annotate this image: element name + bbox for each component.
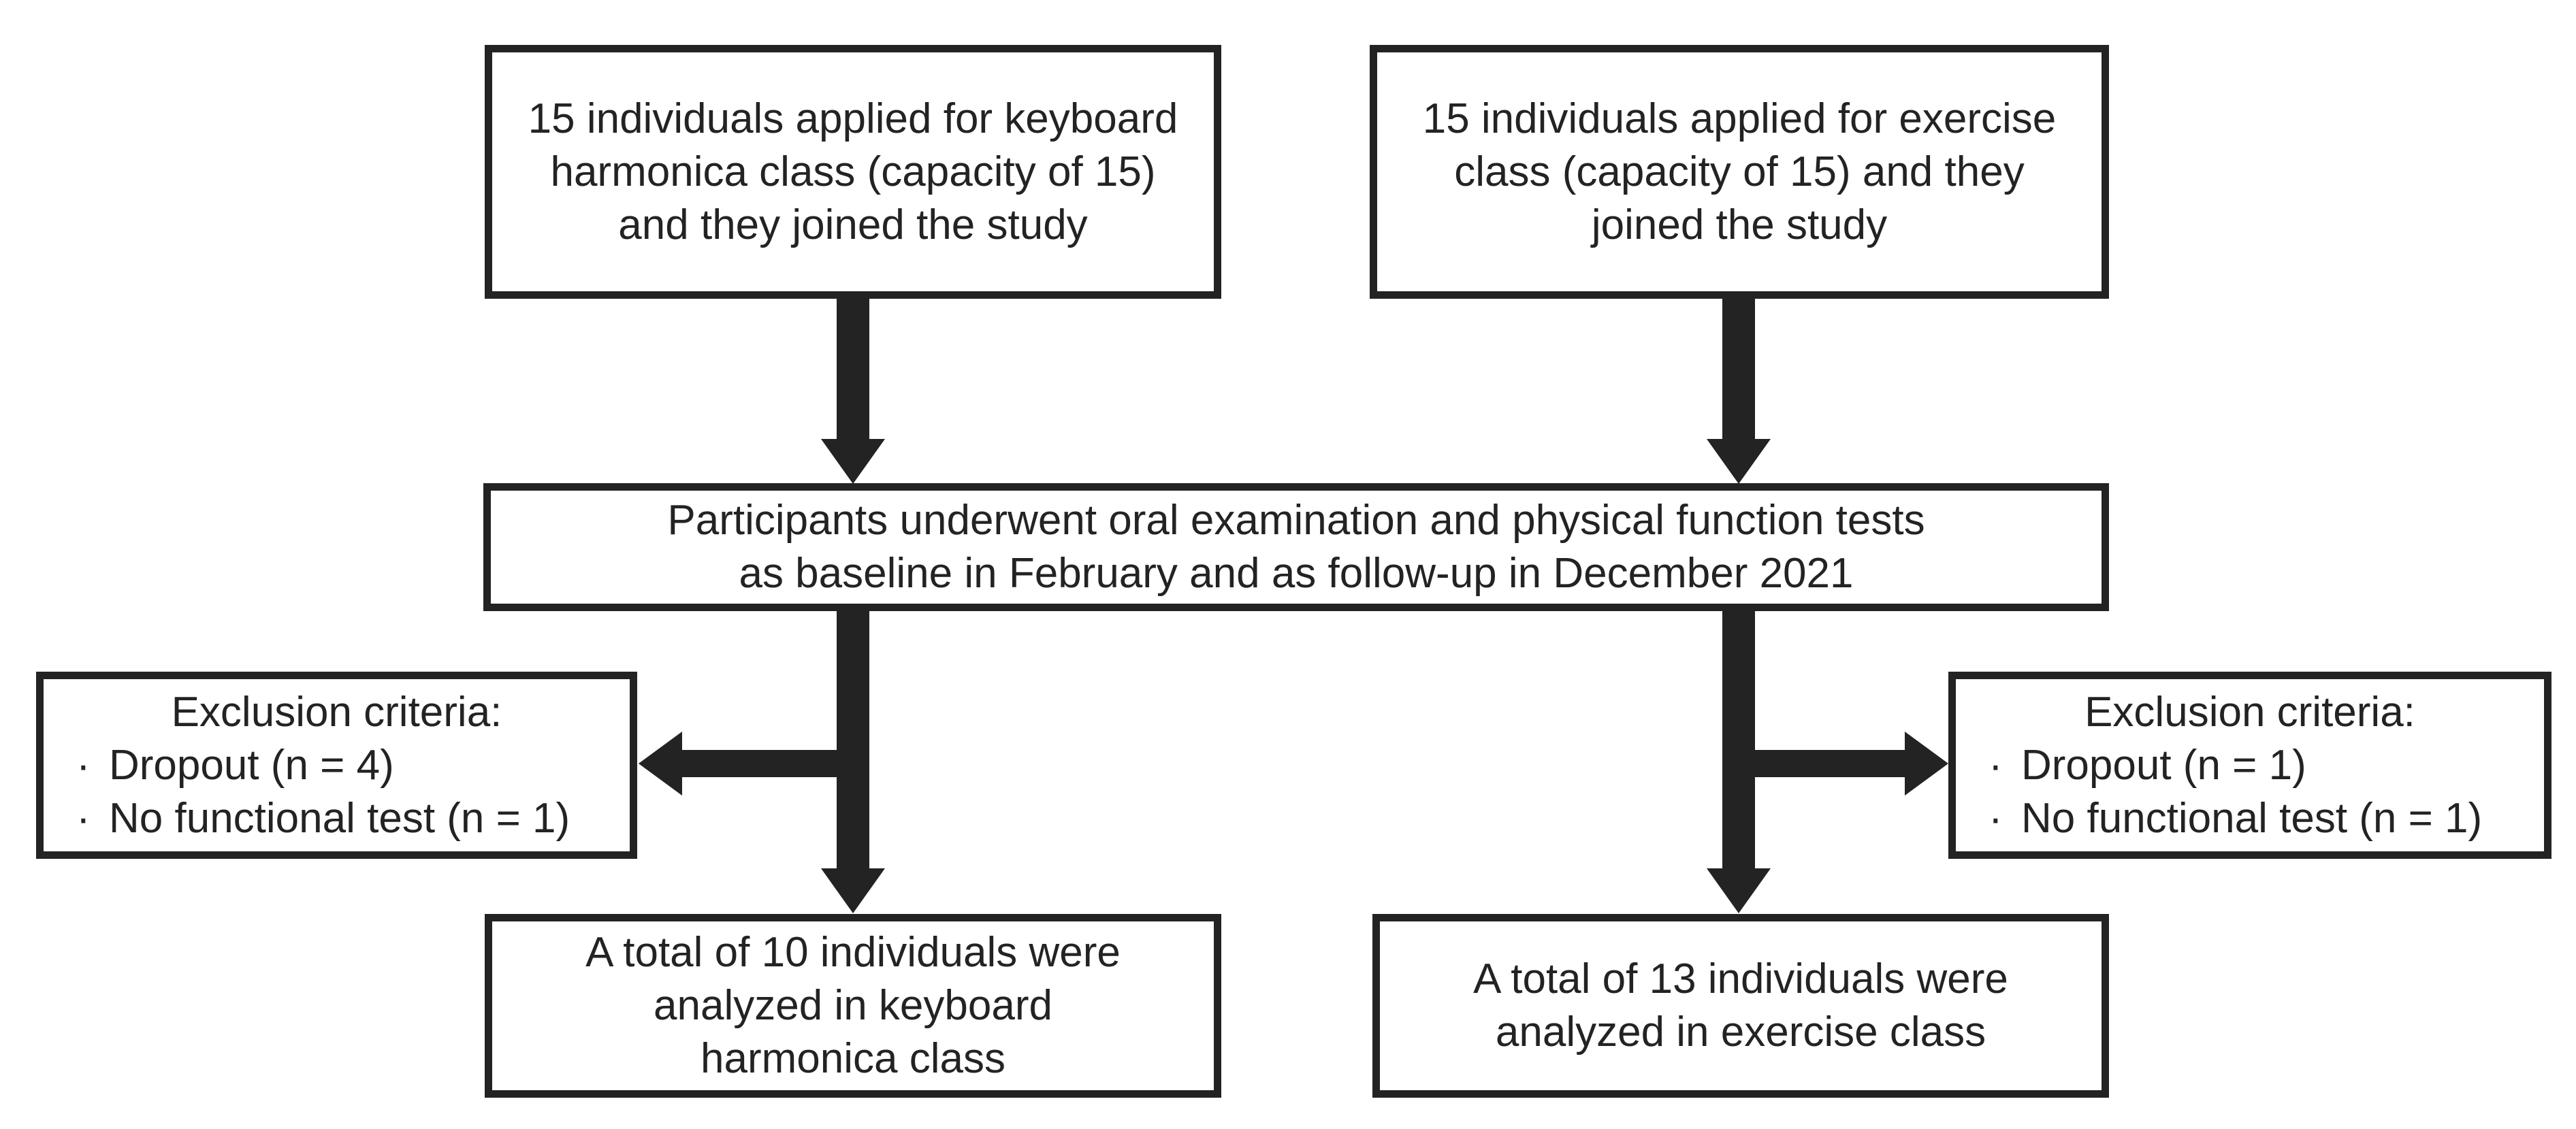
exclusion-exercise-item-no-test-label: No functional test (n = 1) (2021, 794, 2483, 842)
exclusion-keyboard-item-no-test-label: No functional test (n = 1) (109, 794, 570, 842)
bullet-icon: · (76, 741, 91, 789)
arrow-branch-to-exclusion-exercise-bar (1737, 750, 1906, 777)
exclusion-exercise-box: Exclusion criteria: · Dropout (n = 1) · … (1948, 672, 2551, 859)
arrow-down-icon (821, 868, 885, 913)
exclusion-exercise-item-no-test: · No functional test (n = 1) (1956, 792, 2544, 845)
keyboard-applied-line-1: 15 individuals applied for keyboard (528, 95, 1178, 142)
arrow-branch-to-exclusion-keyboard-bar (681, 750, 855, 777)
arrow-right-icon (1905, 732, 1948, 796)
exercise-applied-box: 15 individuals applied for exercise clas… (1370, 45, 2109, 299)
exercise-applied-line-3: joined the study (1591, 201, 1888, 248)
keyboard-applied-line-3: and they joined the study (618, 201, 1088, 248)
exercise-applied-line-1: 15 individuals applied for exercise (1422, 95, 2057, 142)
exclusion-exercise-item-dropout-label: Dropout (n = 1) (2021, 741, 2306, 789)
analyzed-exercise-line-1: A total of 13 individuals were (1473, 955, 2008, 1002)
exclusion-keyboard-item-dropout-label: Dropout (n = 4) (109, 741, 394, 789)
exclusion-keyboard-item-dropout: · Dropout (n = 4) (44, 739, 630, 792)
analyzed-keyboard-line-2: analyzed in keyboard (654, 982, 1052, 1029)
arrow-exercise-to-assessment-stem (1722, 299, 1755, 440)
exclusion-keyboard-item-no-test: · No functional test (n = 1) (44, 792, 630, 845)
analyzed-exercise-box: A total of 13 individuals were analyzed … (1372, 914, 2109, 1098)
exclusion-exercise-heading: Exclusion criteria: (2084, 688, 2415, 736)
arrow-down-icon (1707, 439, 1771, 484)
arrow-down-icon (1707, 868, 1771, 913)
keyboard-applied-box: 15 individuals applied for keyboard harm… (485, 45, 1221, 299)
exclusion-exercise-item-dropout: · Dropout (n = 1) (1956, 739, 2544, 792)
assessment-line-1: Participants underwent oral examination … (667, 497, 1925, 544)
analyzed-exercise-line-2: analyzed in exercise class (1495, 1009, 1986, 1056)
exclusion-keyboard-heading: Exclusion criteria: (171, 688, 502, 736)
arrow-keyboard-to-assessment-stem (837, 299, 869, 440)
arrow-assessment-to-analyzed-exercise-stem (1722, 610, 1755, 870)
analyzed-keyboard-line-1: A total of 10 individuals were (585, 929, 1121, 976)
bullet-icon: · (1989, 794, 2003, 842)
analyzed-keyboard-line-3: harmonica class (701, 1035, 1005, 1082)
bullet-icon: · (1989, 741, 2003, 789)
arrow-down-icon (821, 439, 885, 484)
exclusion-keyboard-box: Exclusion criteria: · Dropout (n = 4) · … (36, 672, 637, 859)
assessment-line-2: as baseline in February and as follow-up… (739, 550, 1854, 597)
exercise-applied-line-2: class (capacity of 15) and they (1454, 148, 2025, 195)
analyzed-keyboard-box: A total of 10 individuals were analyzed … (485, 914, 1221, 1098)
arrow-left-icon (639, 732, 682, 796)
bullet-icon: · (76, 794, 91, 842)
keyboard-applied-line-2: harmonica class (capacity of 15) (550, 148, 1156, 195)
arrow-assessment-to-analyzed-keyboard-stem (837, 610, 869, 870)
assessment-box: Participants underwent oral examination … (483, 483, 2109, 611)
